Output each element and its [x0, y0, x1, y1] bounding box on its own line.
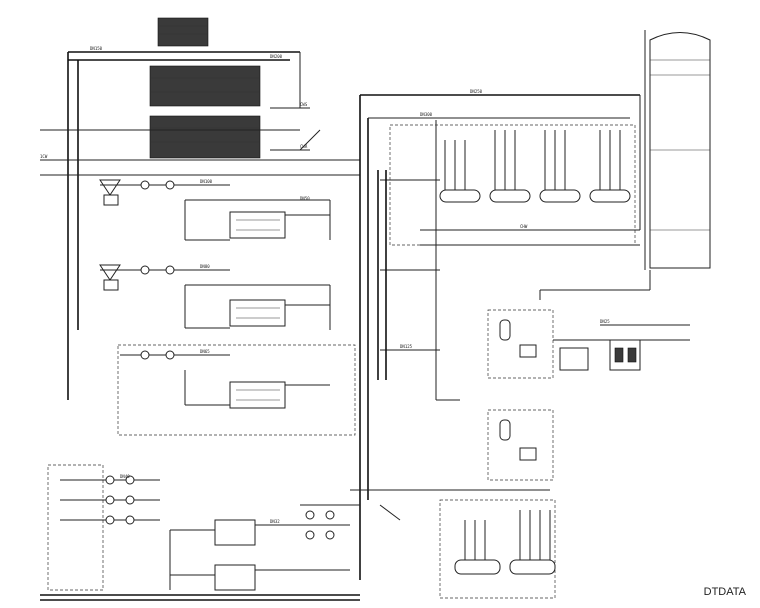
pipe-label: DN65: [200, 349, 210, 354]
pipe-label: DN200: [270, 54, 283, 59]
pipe-label: DN100: [200, 179, 213, 184]
pipe-label: DN40: [120, 474, 130, 479]
pipe-label: 1CW: [40, 154, 48, 159]
pipe-label: CWR: [300, 144, 308, 149]
pipe-label: DN25: [600, 319, 610, 324]
pipe-label: DN300: [420, 112, 433, 117]
pipe-labels: 1CW DN150 DN200 DN250 DN100 DN80 DN65 DN…: [40, 46, 610, 524]
pipe-label: DN80: [200, 264, 210, 269]
pipe-label: CHW: [520, 224, 528, 229]
pipe-label: DN250: [470, 89, 483, 94]
pipe-label: CWS: [300, 102, 308, 107]
pipe-label: DN32: [270, 519, 280, 524]
watermark-text: DTDATA: [703, 586, 746, 598]
chillers: [117, 199, 356, 436]
storage-tank: [644, 30, 711, 270]
distributors: [389, 124, 640, 246]
cooling-towers: [149, 17, 261, 159]
main-pipes: [40, 51, 651, 580]
treatment-units: [487, 309, 690, 481]
pump-rows: [99, 179, 230, 360]
pipe-label: DN125: [400, 344, 413, 349]
bottom-section: [40, 464, 556, 601]
pipe-label: DN50: [300, 196, 310, 201]
pipe-label: DN150: [90, 46, 103, 51]
